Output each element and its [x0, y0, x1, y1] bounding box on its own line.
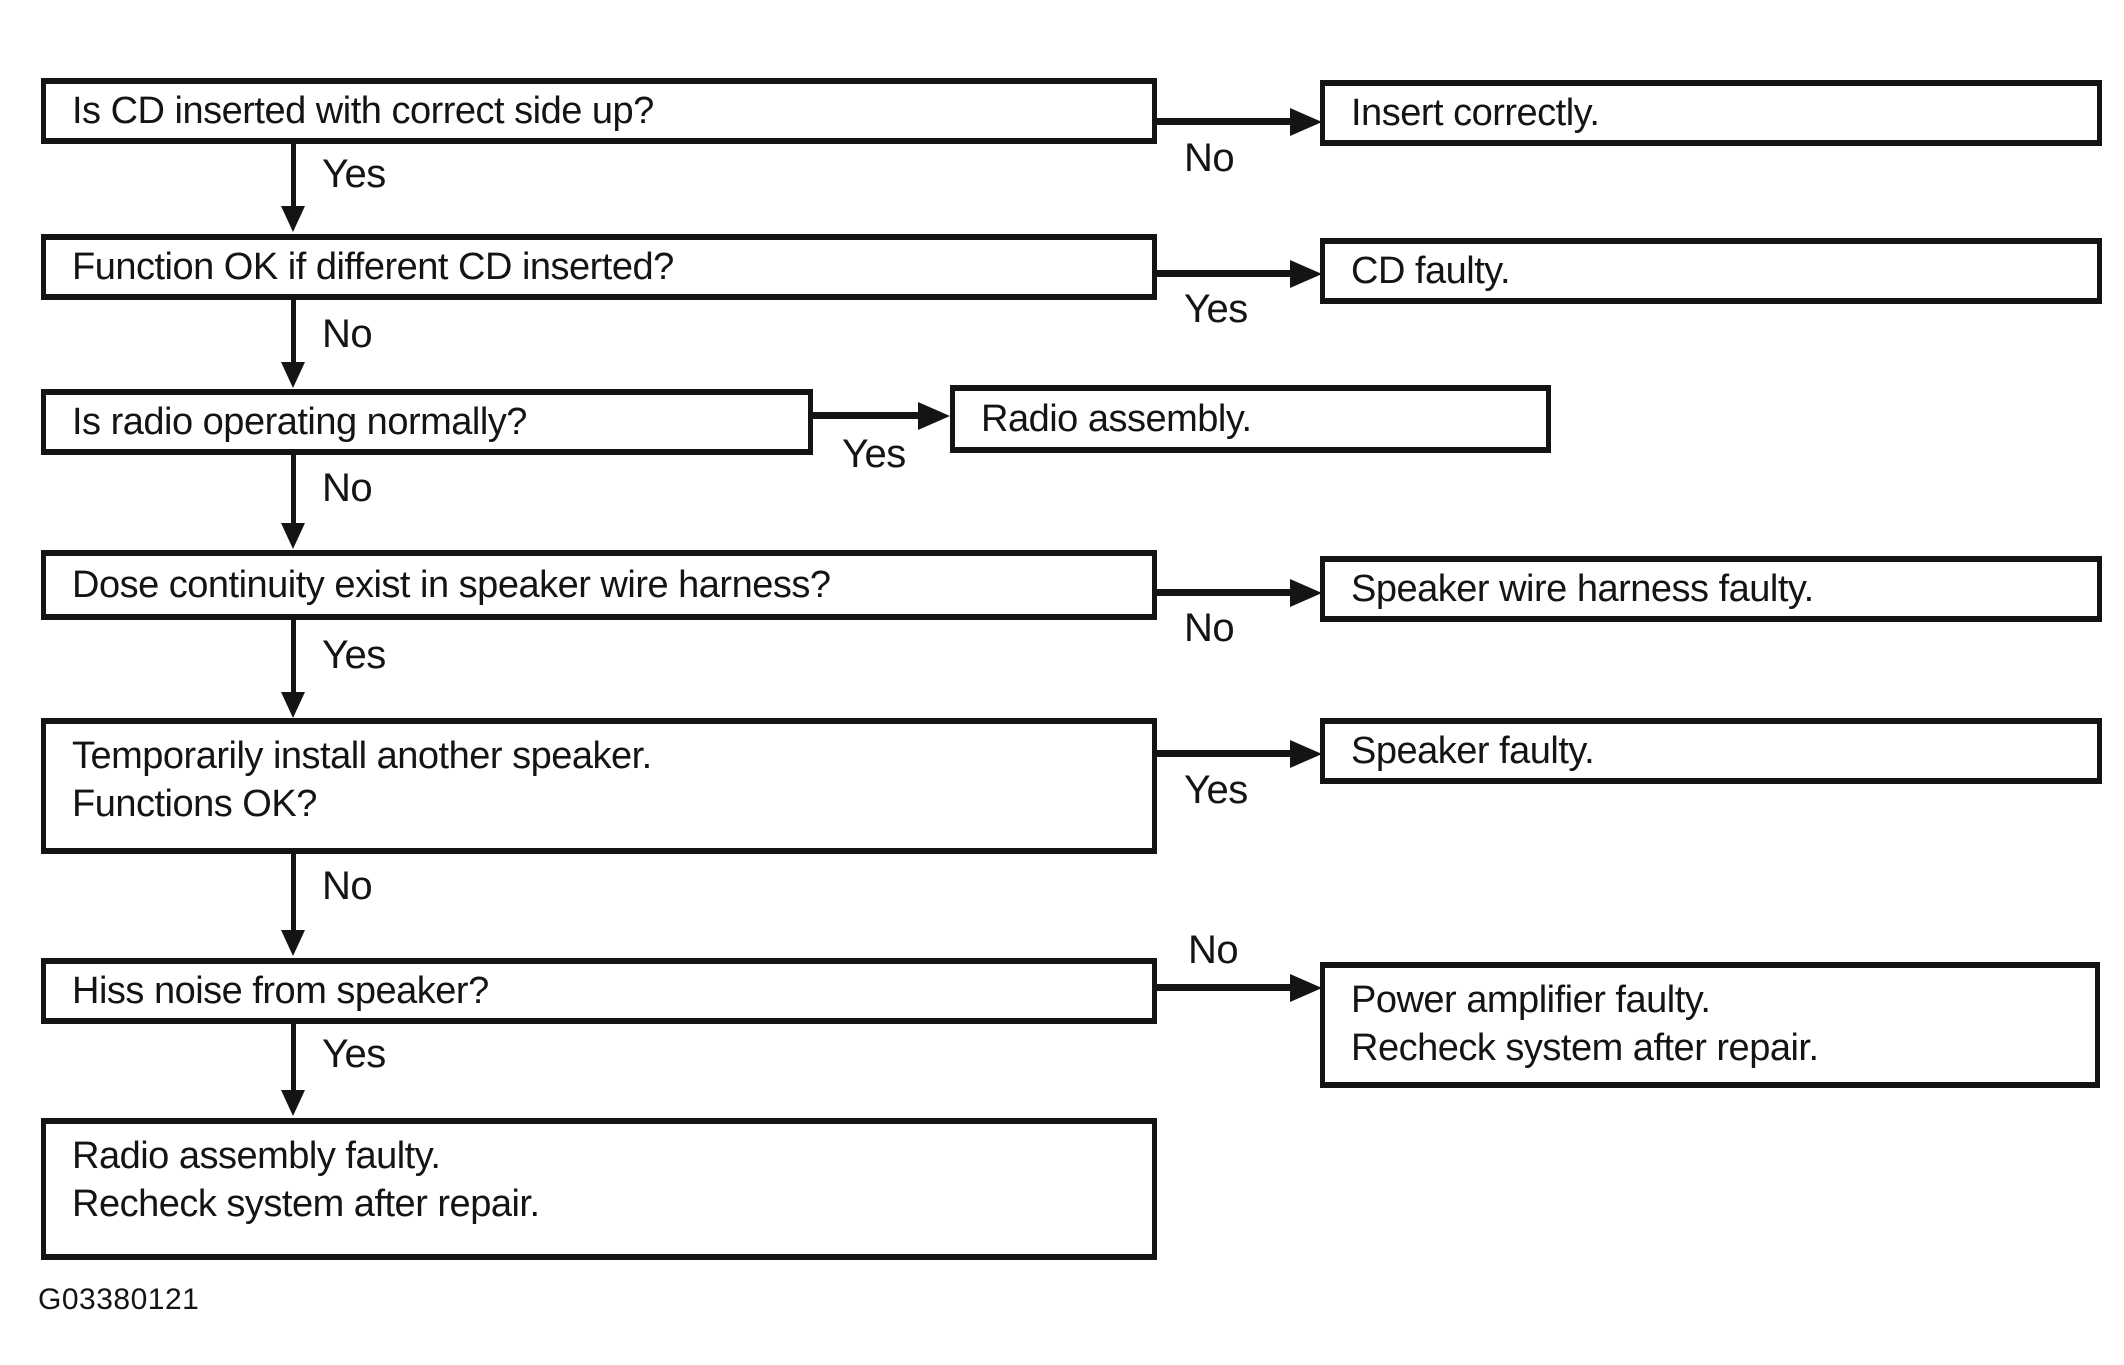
connector-q1-yes-line	[291, 144, 296, 208]
connector-q3-yes-line	[813, 412, 921, 419]
result-text: CD faulty.	[1351, 249, 1511, 292]
connector-q5-yes-line	[1157, 750, 1292, 757]
question-box-hiss-noise: Hiss noise from speaker?	[41, 958, 1157, 1024]
result-text: Speaker wire harness faulty.	[1351, 567, 1814, 610]
arrowhead-right-icon	[918, 402, 950, 430]
question-box-radio-operating: Is radio operating normally?	[41, 389, 813, 455]
connector-q6-yes-line	[291, 1024, 296, 1092]
question-box-install-another-speaker: Temporarily install another speaker. Fun…	[41, 718, 1157, 854]
connector-q2-no-line	[291, 300, 296, 364]
result-box-speaker-faulty: Speaker faulty.	[1320, 718, 2102, 784]
result-text-line2: Recheck system after repair.	[1351, 1027, 1819, 1069]
edge-label-no: No	[1184, 136, 1235, 180]
result-text: Speaker faulty.	[1351, 729, 1595, 772]
edge-label-yes: Yes	[322, 152, 386, 196]
arrowhead-right-icon	[1290, 579, 1322, 607]
arrowhead-down-icon	[281, 523, 305, 549]
edge-label-no: No	[1188, 928, 1239, 972]
edge-label-no: No	[322, 312, 373, 356]
connector-q5-no-line	[291, 854, 296, 932]
connector-q2-yes-line	[1157, 270, 1292, 277]
connector-q4-no-line	[1157, 589, 1292, 596]
connector-q6-no-line	[1157, 984, 1292, 991]
arrowhead-down-icon	[281, 206, 305, 232]
question-box-cd-inserted: Is CD inserted with correct side up?	[41, 78, 1157, 144]
question-text: Is radio operating normally?	[72, 400, 527, 443]
connector-q3-no-line	[291, 455, 296, 525]
figure-code: G03380121	[38, 1283, 200, 1316]
question-text: Function OK if different CD inserted?	[72, 245, 674, 288]
edge-label-no: No	[322, 466, 373, 510]
arrowhead-down-icon	[281, 1090, 305, 1116]
edge-label-no: No	[322, 864, 373, 908]
edge-label-yes: Yes	[322, 1032, 386, 1076]
arrowhead-right-icon	[1290, 974, 1322, 1002]
result-box-harness-faulty: Speaker wire harness faulty.	[1320, 556, 2102, 622]
result-box-cd-faulty: CD faulty.	[1320, 238, 2102, 304]
question-box-different-cd: Function OK if different CD inserted?	[41, 234, 1157, 300]
edge-label-yes: Yes	[1184, 768, 1248, 812]
edge-label-no: No	[1184, 606, 1235, 650]
arrowhead-right-icon	[1290, 260, 1322, 288]
connector-q1-no-line	[1157, 118, 1292, 125]
edge-label-yes: Yes	[322, 633, 386, 677]
edge-label-yes: Yes	[1184, 287, 1248, 331]
result-text-line2: Recheck system after repair.	[72, 1183, 540, 1225]
question-text-line1: Temporarily install another speaker.	[72, 735, 652, 777]
connector-q4-yes-line	[291, 620, 296, 694]
result-box-radio-assembly-faulty: Radio assembly faulty. Recheck system af…	[41, 1118, 1157, 1260]
result-text-line1: Power amplifier faulty.	[1351, 979, 1711, 1021]
edge-label-yes: Yes	[842, 432, 906, 476]
arrowhead-down-icon	[281, 362, 305, 388]
result-box-power-amplifier-faulty: Power amplifier faulty. Recheck system a…	[1320, 962, 2100, 1088]
question-box-speaker-harness-continuity: Dose continuity exist in speaker wire ha…	[41, 550, 1157, 620]
arrowhead-down-icon	[281, 692, 305, 718]
result-text: Insert correctly.	[1351, 91, 1600, 134]
result-box-radio-assembly: Radio assembly.	[950, 385, 1551, 453]
arrowhead-right-icon	[1290, 108, 1322, 136]
arrowhead-right-icon	[1290, 740, 1322, 768]
result-text: Radio assembly.	[981, 397, 1252, 440]
result-box-insert-correctly: Insert correctly.	[1320, 80, 2102, 146]
arrowhead-down-icon	[281, 930, 305, 956]
result-text-line1: Radio assembly faulty.	[72, 1135, 441, 1177]
question-text-line2: Functions OK?	[72, 783, 317, 825]
question-text: Dose continuity exist in speaker wire ha…	[72, 563, 831, 606]
question-text: Is CD inserted with correct side up?	[72, 89, 654, 132]
question-text: Hiss noise from speaker?	[72, 969, 489, 1012]
